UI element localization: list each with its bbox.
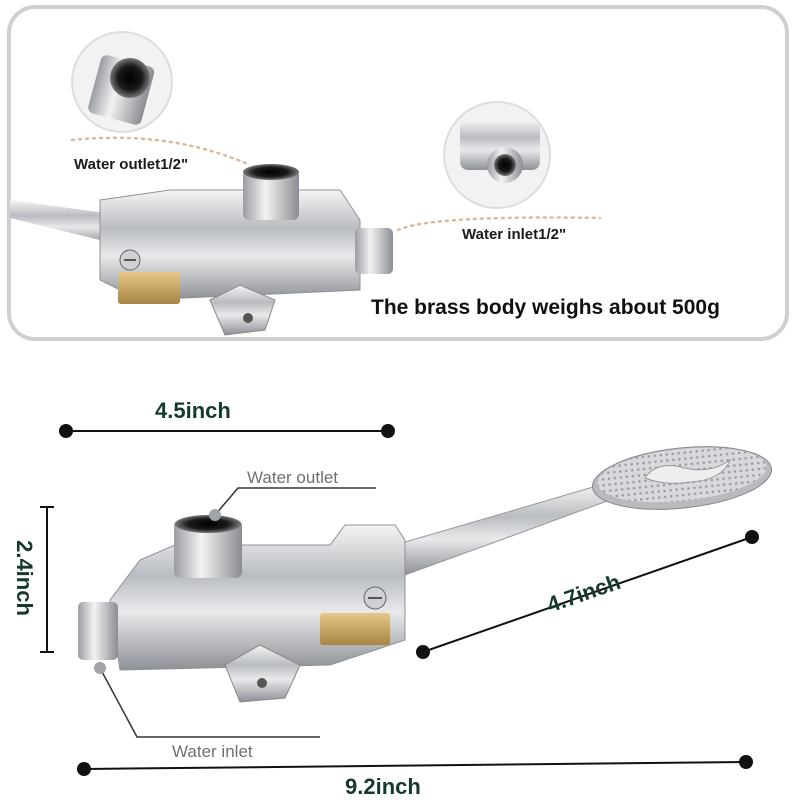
top-valve-image	[10, 164, 393, 336]
bottom-outlet-label: Water outlet	[247, 468, 339, 487]
inlet-detail-circle	[443, 101, 551, 209]
bottom-inlet-label: Water inlet	[172, 742, 253, 761]
pedal-dimension-line	[416, 530, 759, 659]
total-dimension-label: 9.2inch	[345, 774, 421, 799]
width-dimension-line	[59, 424, 395, 438]
top-outlet-label: Water outlet1/2"	[74, 156, 189, 173]
width-dimension-label: 4.5inch	[155, 398, 231, 423]
outlet-callout	[209, 487, 376, 521]
top-inlet-label: Water inlet1/2"	[462, 226, 567, 243]
inlet-callout	[94, 662, 320, 738]
height-dimension-label: 2.4inch	[11, 540, 37, 616]
outlet-detail-circle	[71, 31, 173, 133]
height-dimension-line	[40, 506, 54, 653]
bottom-valve-image	[78, 446, 773, 703]
weight-text: The brass body weighs about 500g	[371, 296, 720, 319]
total-dimension-line	[77, 755, 753, 776]
